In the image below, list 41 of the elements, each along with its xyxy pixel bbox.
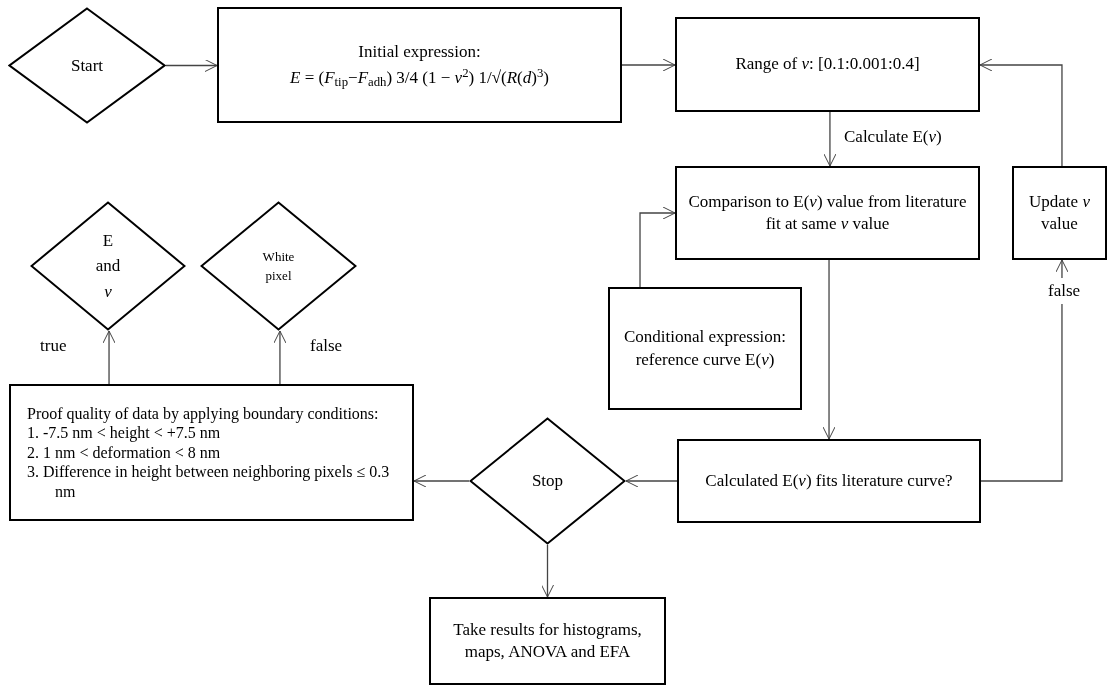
arrow (413, 474, 470, 488)
node-text: Start (70, 54, 104, 77)
decision-diamond (200, 201, 357, 331)
list-item: 2. 1 nm < deformation < 8 nm (27, 442, 222, 463)
node-text: Comparison to E(v) value from literature fit at same v value (687, 190, 968, 235)
process-box (429, 597, 666, 685)
arrow (639, 206, 676, 288)
node-text: E and v (94, 229, 122, 303)
process-box (608, 287, 802, 410)
node-text: Initial expression: (358, 40, 481, 63)
stop-diamond (469, 417, 626, 545)
node-text: Update v value (1028, 190, 1091, 235)
node-text: Proof quality of data by applying boundary conditions: (27, 403, 380, 424)
node-text: Take results for histograms, maps, ANOVA and EFA (452, 618, 643, 663)
process-box (675, 166, 980, 260)
node-text: Calculated E(v) fits literature curve? (705, 469, 953, 492)
process-box (677, 439, 981, 523)
arrow (979, 58, 1063, 167)
arrow (273, 330, 287, 385)
edge-label: false (1046, 278, 1083, 304)
arrow (625, 474, 678, 488)
arrow (541, 544, 554, 598)
process-box (217, 7, 622, 123)
arrow (165, 59, 218, 72)
arrow (822, 259, 836, 440)
node-text: Range of v: [0.1:0.001:0.4] (735, 53, 920, 76)
arrow (621, 58, 676, 72)
list-item: 1. -7.5 nm < height < +7.5 nm (27, 423, 222, 443)
arrow (102, 330, 116, 385)
arrow (823, 111, 837, 167)
process-box (1012, 166, 1107, 260)
process-box (9, 384, 414, 521)
start-diamond (8, 7, 166, 124)
node-text: Conditional expression: reference curve E(v) (623, 326, 787, 371)
node-text: White pixel (261, 247, 296, 285)
arrow (980, 259, 1069, 482)
node-text: Stop (531, 470, 564, 493)
process-box (675, 17, 980, 112)
node-text: E = (F$_{tip}$−F$_{adh}$) 3/4 (1 − v$^{2}$) 1/√(R(d)$^{3}$) (290, 67, 549, 90)
decision-diamond (30, 201, 186, 331)
list-item: 3. Difference in height between neighboring pixels ≤ 0.3 nm (27, 462, 391, 502)
